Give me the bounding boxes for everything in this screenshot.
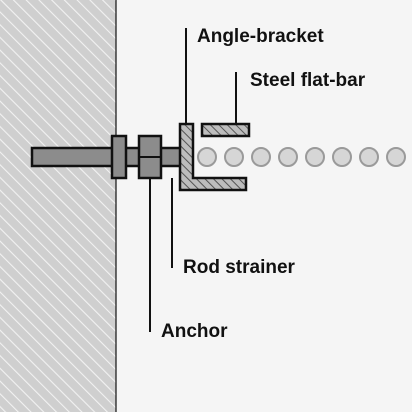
- cable-bead: [305, 147, 325, 167]
- anchor-label: Anchor: [161, 321, 228, 342]
- cable-bead: [359, 147, 379, 167]
- cable-bead: [197, 147, 217, 167]
- cable-bead: [386, 147, 406, 167]
- cable-bead: [251, 147, 271, 167]
- steel-flat-bar: [200, 122, 251, 138]
- rod-strainer-label: Rod strainer: [183, 257, 296, 278]
- cable-bead: [332, 147, 352, 167]
- steel-flat-bar-label: Steel flat-bar: [250, 70, 366, 91]
- cable-bead: [224, 147, 244, 167]
- cable-bead: [278, 147, 298, 167]
- anchor-nut: [110, 134, 128, 180]
- angle-bracket: [178, 122, 248, 192]
- wall: [0, 0, 116, 412]
- cable-beads: [197, 147, 406, 167]
- angle-bracket-label: Angle-bracket: [197, 26, 324, 47]
